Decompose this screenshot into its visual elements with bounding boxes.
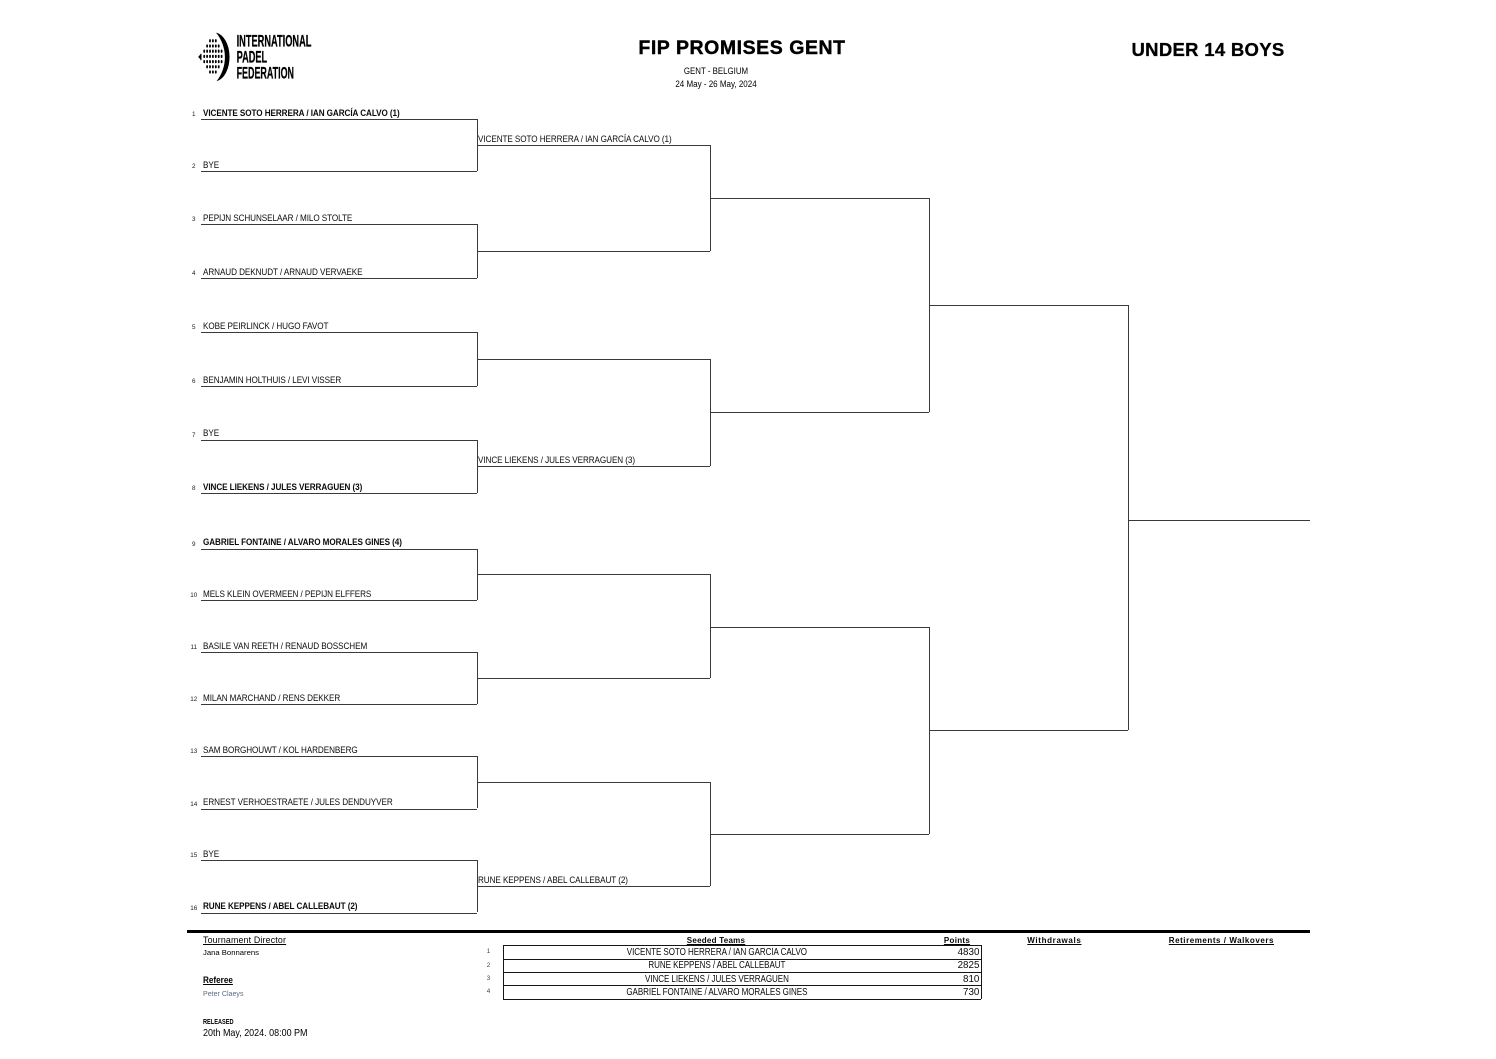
svg-text:INTERNATIONAL: INTERNATIONAL (237, 33, 312, 51)
svg-text:PADEL: PADEL (237, 49, 268, 67)
svg-text:FEDERATION: FEDERATION (237, 65, 294, 83)
